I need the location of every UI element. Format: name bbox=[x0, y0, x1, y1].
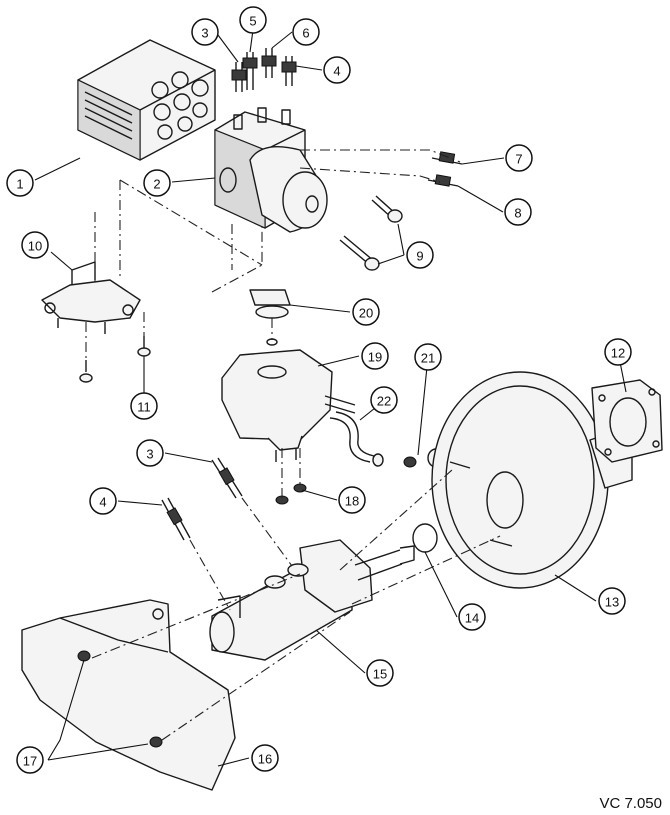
callout-number: 10 bbox=[28, 239, 42, 254]
callout-circle bbox=[16, 746, 44, 774]
reservoir-seals bbox=[275, 483, 307, 505]
callout-number: 2 bbox=[153, 177, 160, 192]
callout-1: 1 bbox=[6, 169, 34, 197]
mounting-bolts bbox=[339, 195, 403, 271]
callout-3: 3 bbox=[191, 18, 219, 46]
leader-lines bbox=[34, 29, 627, 767]
callout-number: 13 bbox=[605, 595, 619, 610]
callout-number: 7 bbox=[515, 152, 522, 167]
callout-number: 14 bbox=[465, 611, 479, 626]
callout-number: 20 bbox=[359, 306, 373, 321]
fluid-reservoir bbox=[221, 349, 356, 462]
callout-number: 9 bbox=[416, 249, 423, 264]
callout-number: 22 bbox=[377, 394, 391, 409]
callout-number: 6 bbox=[302, 26, 309, 41]
master-cylinder-seal bbox=[412, 523, 438, 553]
mounting-bracket bbox=[41, 261, 151, 383]
callout-5: 5 bbox=[239, 6, 267, 34]
callout-9: 9 bbox=[406, 241, 434, 269]
callout-14: 14 bbox=[458, 603, 486, 631]
callout-number: 8 bbox=[514, 206, 521, 221]
callout-circle bbox=[89, 487, 117, 515]
reservoir-hose bbox=[329, 411, 384, 467]
callout-17: 17 bbox=[16, 746, 44, 774]
callout-circle bbox=[370, 386, 398, 414]
callout-number: 19 bbox=[368, 350, 382, 365]
booster-gasket bbox=[591, 379, 663, 463]
callout-number: 16 bbox=[258, 752, 272, 767]
callout-circle bbox=[191, 18, 219, 46]
callout-8: 8 bbox=[504, 198, 532, 226]
callout-number: 17 bbox=[23, 754, 37, 769]
callout-3: 3 bbox=[136, 439, 164, 467]
callout-13: 13 bbox=[598, 587, 626, 615]
callout-10: 10 bbox=[21, 231, 49, 259]
abs-control-module bbox=[77, 39, 216, 161]
heat-shield bbox=[21, 599, 236, 791]
pipe-unions-top bbox=[231, 48, 297, 92]
callout-number: 4 bbox=[333, 64, 340, 79]
callout-circle bbox=[352, 298, 380, 326]
reservoir-cap bbox=[249, 289, 291, 346]
callout-number: 3 bbox=[201, 26, 208, 41]
callout-circle bbox=[458, 603, 486, 631]
callout-circle bbox=[130, 392, 158, 420]
callout-circle bbox=[414, 343, 442, 371]
callout-number: 1 bbox=[16, 177, 23, 192]
callout-22: 22 bbox=[370, 386, 398, 414]
callout-6: 6 bbox=[292, 18, 320, 46]
callout-19: 19 bbox=[361, 342, 389, 370]
callout-21: 21 bbox=[414, 343, 442, 371]
callout-circle bbox=[143, 169, 171, 197]
callout-4: 4 bbox=[89, 487, 117, 515]
callout-circle bbox=[504, 198, 532, 226]
callout-number: 18 bbox=[345, 494, 359, 509]
callout-circle bbox=[136, 439, 164, 467]
callout-2: 2 bbox=[143, 169, 171, 197]
pipe-unions-side bbox=[427, 151, 463, 187]
callout-circle bbox=[505, 144, 533, 172]
callout-18: 18 bbox=[338, 486, 366, 514]
callout-number: 15 bbox=[373, 667, 387, 682]
callout-circle bbox=[406, 241, 434, 269]
callout-7: 7 bbox=[505, 144, 533, 172]
callout-number: 3 bbox=[146, 447, 153, 462]
callout-number: 21 bbox=[421, 351, 435, 366]
callout-number: 11 bbox=[137, 400, 151, 415]
reference-code: VC 7.050 bbox=[599, 795, 662, 812]
pipe-unions-lower bbox=[161, 457, 243, 541]
callout-circle bbox=[338, 486, 366, 514]
callout-circle bbox=[323, 56, 351, 84]
callout-12: 12 bbox=[604, 338, 632, 366]
callout-circle bbox=[598, 587, 626, 615]
callout-circle bbox=[604, 338, 632, 366]
callout-number: 4 bbox=[99, 495, 106, 510]
callout-circle bbox=[292, 18, 320, 46]
master-cylinder bbox=[209, 539, 415, 661]
callout-number: 5 bbox=[249, 14, 256, 29]
callout-circle bbox=[251, 744, 279, 772]
callout-11: 11 bbox=[130, 392, 158, 420]
callout-circle bbox=[239, 6, 267, 34]
assembly-lines bbox=[85, 149, 501, 741]
callout-20: 20 bbox=[352, 298, 380, 326]
callout-15: 15 bbox=[366, 659, 394, 687]
callout-circle bbox=[6, 169, 34, 197]
callout-circle bbox=[366, 659, 394, 687]
callout-number: 12 bbox=[611, 346, 625, 361]
callout-16: 16 bbox=[251, 744, 279, 772]
callout-circle bbox=[361, 342, 389, 370]
callout-4: 4 bbox=[323, 56, 351, 84]
callout-circle bbox=[21, 231, 49, 259]
abs-hydraulic-unit bbox=[214, 107, 328, 233]
